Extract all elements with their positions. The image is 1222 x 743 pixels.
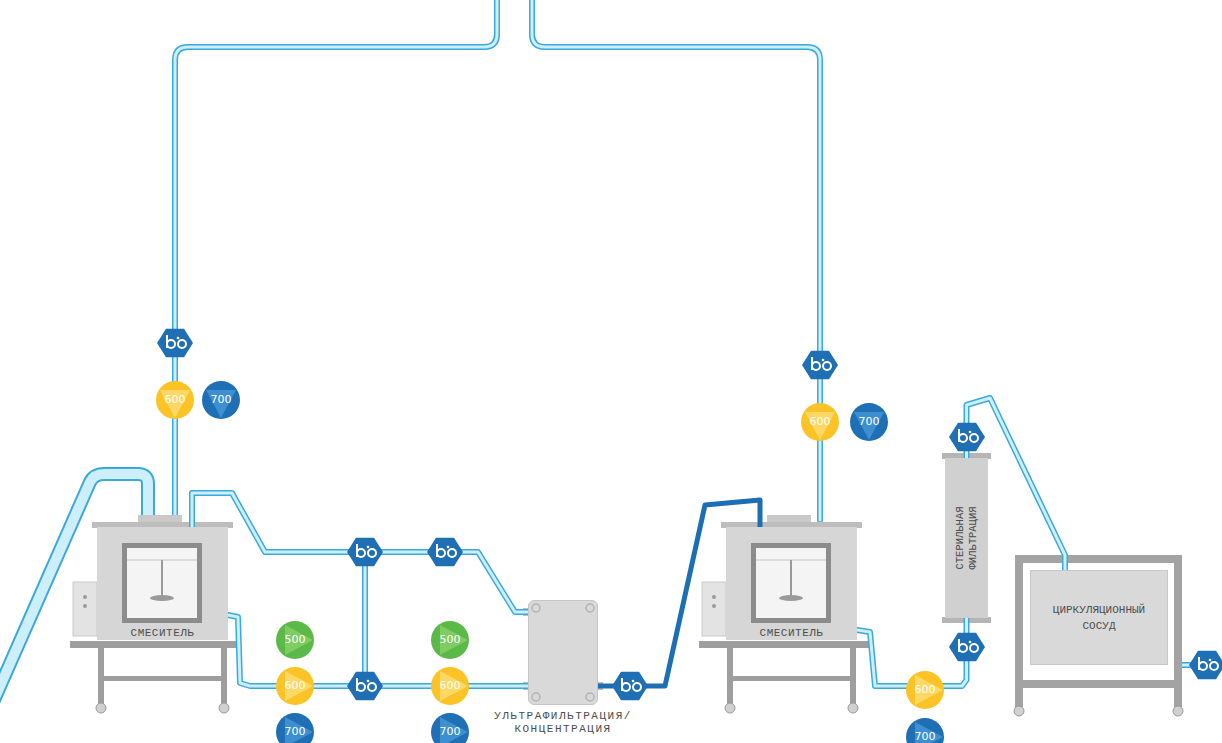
value-badge: 600 (431, 667, 469, 705)
sensor-icon (427, 538, 463, 567)
circulation-vessel: ЦИРКУЛЯЦИОННЫЙ СОСУД (1030, 570, 1168, 665)
filtration-unit: УЛЬТРАФИЛЬТРАЦИЯ/ КОНЦЕНТРАЦИЯ (528, 600, 598, 705)
value-badge: 500 (431, 621, 469, 659)
equipment-label: УЛЬТРАФИЛЬТРАЦИЯ/ КОНЦЕНТРАЦИЯ (478, 710, 648, 736)
badge-number: 600 (915, 684, 936, 696)
badge-number: 500 (440, 634, 461, 646)
mixer-stand (699, 515, 869, 713)
value-badge: 700 (276, 713, 314, 743)
sensor-icon (157, 329, 193, 358)
badge-number: 600 (165, 394, 186, 406)
mixer-window (97, 527, 228, 640)
value-badge: 600 (801, 403, 839, 441)
badge-number: 700 (915, 731, 936, 743)
badge-number: 600 (440, 680, 461, 692)
sensor-icon (802, 351, 838, 380)
mixer-stand (70, 515, 240, 713)
vessel-frame (1014, 555, 1183, 716)
badge-number: 700 (211, 394, 232, 406)
unit-bolts (529, 601, 599, 706)
badge-number: 500 (285, 634, 306, 646)
sensor-icon (347, 538, 383, 567)
sensor-icon (1189, 651, 1222, 680)
filter-caps (942, 453, 991, 623)
badge-number: 700 (285, 726, 306, 738)
pipe-connector (228, 615, 528, 686)
equipment-label: СМЕСИТЕЛЬ (760, 627, 824, 639)
sensor-icon (612, 672, 648, 701)
value-badge: 600 (276, 667, 314, 705)
pipe-connector (192, 493, 528, 612)
pipe (0, 0, 1222, 700)
value-badge: 600 (156, 381, 194, 419)
equipment-label: СМЕСИТЕЛЬ (131, 627, 195, 639)
mixer-tank: СМЕСИТЕЛЬ (97, 527, 228, 640)
mixer-window (726, 527, 857, 640)
value-badge: 700 (906, 718, 944, 743)
sensor-icon (949, 633, 985, 662)
value-badge: 600 (906, 671, 944, 709)
value-badge: 700 (431, 713, 469, 743)
value-badge: 500 (276, 621, 314, 659)
sensor-icon (347, 672, 383, 701)
equipment-label: СТЕРИЛЬНАЯ ФИЛЬТРАЦИЯ (954, 488, 980, 588)
value-badge: 700 (202, 381, 240, 419)
badge-number: 700 (859, 416, 880, 428)
sensor-icon (949, 423, 985, 452)
value-badge: 700 (850, 403, 888, 441)
equipment-label: ЦИРКУЛЯЦИОННЫЙ СОСУД (1043, 602, 1155, 634)
badge-number: 600 (285, 680, 306, 692)
badge-number: 600 (810, 416, 831, 428)
filter-cartridge: СТЕРИЛЬНАЯ ФИЛЬТРАЦИЯ (945, 458, 988, 618)
badge-number: 700 (440, 726, 461, 738)
mixer-tank: СМЕСИТЕЛЬ (726, 527, 857, 640)
